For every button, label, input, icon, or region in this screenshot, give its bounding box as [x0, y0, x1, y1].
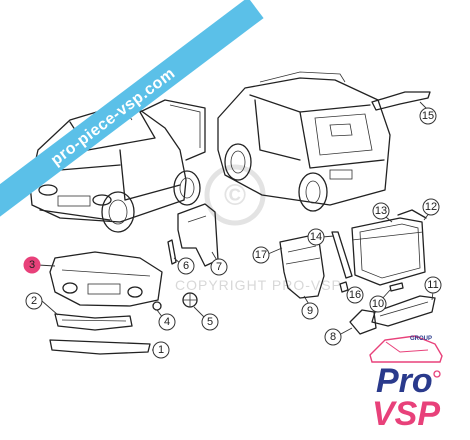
- callout-6-circle: [177, 257, 195, 275]
- callout-1-label: 1: [158, 344, 164, 356]
- callout-10[interactable]: 10: [369, 295, 387, 313]
- part-tailgate-seal: [397, 209, 427, 219]
- callout-8-circle: [324, 328, 342, 346]
- part-rear-spoiler: [371, 91, 431, 111]
- part-cap: [152, 301, 162, 311]
- callout-12[interactable]: 12: [422, 198, 440, 216]
- banner-text: pro-piece-vsp.com: [48, 65, 179, 169]
- callout-11[interactable]: 11: [424, 276, 442, 294]
- rear-car-illustration: [217, 71, 391, 212]
- callout-15[interactable]: 15: [419, 107, 437, 125]
- callout-15-circle: [419, 107, 437, 125]
- banner-background: [0, 0, 264, 217]
- callout-9-circle: [301, 302, 319, 320]
- callout-14-circle: [307, 228, 325, 246]
- part-clip: [339, 281, 349, 293]
- callout-3-circle: [23, 256, 41, 274]
- callout-8-label: 8: [330, 331, 336, 343]
- callout-17[interactable]: 17: [252, 246, 270, 264]
- part-rear-bumper: [371, 295, 436, 327]
- callout-6[interactable]: 6: [177, 257, 195, 275]
- part-reflector: [389, 282, 404, 292]
- logo-vsp-text: VSP: [372, 395, 440, 433]
- part-front-spoiler: [49, 339, 151, 355]
- callout-17-label: 17: [255, 249, 267, 261]
- part-bracket: [167, 239, 177, 265]
- callout-12-label: 12: [425, 201, 437, 213]
- callout-14-label: 14: [310, 231, 322, 243]
- part-rear-pillar-trim: [331, 231, 353, 279]
- part-front-fender: [177, 203, 219, 267]
- logo-car-icon: [369, 335, 443, 363]
- callout-8[interactable]: 8: [324, 328, 342, 346]
- callout-5[interactable]: 5: [201, 313, 219, 331]
- callout-11-circle: [424, 276, 442, 294]
- callout-1[interactable]: 1: [152, 341, 170, 359]
- part-fog-light: [182, 292, 198, 308]
- callout-3-label: 3: [29, 259, 35, 271]
- callout-16-label: 16: [349, 289, 361, 301]
- callout-leaders: [37, 101, 434, 351]
- part-lower-grille: [54, 313, 133, 331]
- watermark-text: COPYRIGHT PRO-VSP: [175, 277, 342, 293]
- copyright-watermark: © COPYRIGHT PRO-VSP: [175, 164, 342, 293]
- callout-16-circle: [346, 286, 364, 304]
- callout-6-label: 6: [183, 260, 189, 272]
- callout-2[interactable]: 2: [25, 292, 43, 310]
- callout-4-circle: [158, 313, 176, 331]
- callout-3[interactable]: 3: [23, 256, 41, 274]
- callout-5-label: 5: [207, 316, 213, 328]
- callout-7-circle: [210, 258, 228, 276]
- logo-pro-text: Pro: [376, 362, 433, 400]
- callout-13-circle: [372, 202, 390, 220]
- part-bumper-corner: [349, 309, 377, 335]
- pro-vsp-logo: GROUP Pro VSP: [369, 335, 443, 433]
- callout-7-label: 7: [216, 261, 222, 273]
- callout-9-label: 9: [307, 305, 313, 317]
- callout-7[interactable]: 7: [210, 258, 228, 276]
- callout-13[interactable]: 13: [372, 202, 390, 220]
- logo-dot: [433, 370, 441, 378]
- callout-5-circle: [201, 313, 219, 331]
- callout-9[interactable]: 9: [301, 302, 319, 320]
- callout-14[interactable]: 14: [307, 228, 325, 246]
- part-tailgate-panel: [351, 217, 426, 286]
- logo-group-text: GROUP: [410, 336, 432, 342]
- callout-10-label: 10: [372, 298, 384, 310]
- callout-16[interactable]: 16: [346, 286, 364, 304]
- callout-11-label: 11: [427, 279, 438, 291]
- front-car-illustration: [29, 99, 206, 233]
- callout-13-label: 13: [375, 205, 387, 217]
- callout-2-label: 2: [31, 295, 37, 307]
- callout-4[interactable]: 4: [158, 313, 176, 331]
- callout-10-circle: [369, 295, 387, 313]
- part-front-bumper: [49, 251, 163, 307]
- callout-2-circle: [25, 292, 43, 310]
- callout-17-circle: [252, 246, 270, 264]
- copyright-symbol: ©: [224, 179, 246, 212]
- callout-4-label: 4: [164, 316, 170, 328]
- callout-15-label: 15: [422, 110, 434, 122]
- callout-1-circle: [152, 341, 170, 359]
- callout-12-circle: [422, 198, 440, 216]
